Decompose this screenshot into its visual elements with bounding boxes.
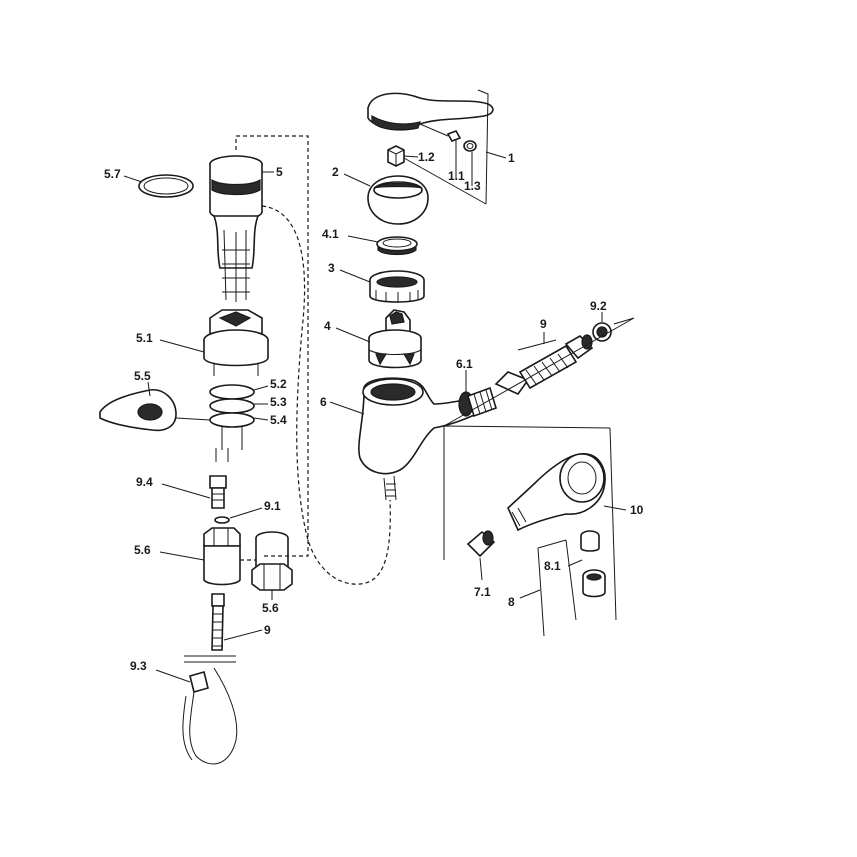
part-5-6-nut-right	[251, 531, 293, 591]
label-7-1: 7.1	[474, 585, 491, 599]
leader-5-5	[147, 381, 151, 397]
part-4-cartridge	[368, 309, 422, 369]
leader-5-6-left	[159, 551, 205, 561]
label-5-5: 5.5	[134, 369, 151, 383]
leader-7-1	[479, 557, 483, 581]
label-5-7: 5.7	[104, 167, 121, 181]
part-9-3-connector	[182, 667, 238, 765]
label-6: 6	[320, 395, 327, 409]
label-4-1: 4.1	[322, 227, 339, 241]
bracket-part-1	[403, 89, 489, 205]
labels-group: 1 1.1 1.2 1.3 2 4.1 3 4 5 5.7 5.1 5.5 5.…	[104, 150, 644, 673]
bracket-part-9	[517, 332, 557, 351]
bracket-right	[443, 317, 635, 427]
leader-4	[335, 327, 371, 343]
part-5-2-ring	[209, 384, 255, 400]
part-8-1-aerator	[580, 530, 600, 552]
leader-9-3	[155, 669, 191, 683]
leader-5-1	[159, 339, 205, 353]
part-4-1-clip-ring	[376, 236, 418, 256]
label-5-2: 5.2	[270, 377, 287, 391]
label-3: 3	[328, 261, 335, 275]
label-9-4: 9.4	[136, 475, 153, 489]
label-5-6-right: 5.6	[262, 601, 279, 615]
part-5-3-ring	[209, 398, 255, 414]
part-5-4-ring	[209, 412, 255, 428]
label-5-6-left: 5.6	[134, 543, 151, 557]
bracket-part-8	[537, 539, 583, 637]
break-lines	[184, 655, 236, 663]
part-5-6-nut-left	[203, 527, 241, 586]
leader-1	[485, 151, 507, 159]
leader-9-lower	[223, 629, 263, 641]
label-9-3: 9.3	[130, 659, 147, 673]
label-4: 4	[324, 319, 331, 333]
label-8: 8	[508, 595, 515, 609]
label-5: 5	[276, 165, 283, 179]
part-5-body-sleeve	[209, 155, 263, 302]
part-5-7-o-ring	[138, 174, 194, 198]
part-9-2-washer	[592, 322, 612, 342]
part-8-aerator-housing	[582, 569, 606, 598]
leader-1-2	[403, 155, 419, 158]
label-9-2: 9.2	[590, 299, 607, 313]
label-1-2: 1.2	[418, 150, 435, 164]
part-9-hose-lower	[211, 593, 225, 651]
leader-9-4	[161, 483, 211, 499]
part-7-1-nozzle	[466, 530, 496, 558]
label-2: 2	[332, 165, 339, 179]
label-1-1: 1.1	[448, 169, 465, 183]
label-1: 1	[508, 151, 515, 165]
leader-8	[519, 589, 541, 599]
leader-5-7	[123, 175, 143, 183]
part-10-spray-head	[507, 453, 606, 532]
part-5-5-gasket	[99, 389, 211, 432]
part-9-4-connector	[209, 475, 227, 509]
tube-lower	[215, 426, 243, 462]
label-9-1: 9.1	[264, 499, 281, 513]
label-5-4: 5.4	[270, 413, 287, 427]
label-1-3: 1.3	[464, 179, 481, 193]
part-5-1-collar	[203, 309, 269, 376]
label-8-1: 8.1	[544, 559, 561, 573]
dashed-hose-path	[235, 135, 391, 585]
part-3-nut-ring	[369, 270, 425, 303]
part-6-1-nipple	[458, 386, 497, 418]
part-1-3-cap	[463, 140, 477, 152]
leader-4-1	[347, 235, 379, 243]
part-1-lever-handle	[367, 92, 494, 131]
leader-9-1	[229, 507, 263, 519]
part-1-1-screw	[446, 130, 462, 142]
part-2-dome-cover	[367, 175, 429, 225]
leader-6	[329, 401, 365, 415]
leader-3	[339, 269, 371, 283]
label-10: 10	[630, 503, 644, 517]
label-5-3: 5.3	[270, 395, 287, 409]
part-9-1-small-ring	[214, 516, 230, 524]
part-1-2-cube	[387, 145, 405, 167]
label-9-upper: 9	[540, 317, 547, 331]
label-5-1: 5.1	[136, 331, 153, 345]
label-6-1: 6.1	[456, 357, 473, 371]
label-9-lower: 9	[264, 623, 271, 637]
leader-2	[343, 173, 371, 187]
leaders-5-2-5-4	[253, 385, 269, 421]
bracket-part-10	[443, 425, 627, 621]
